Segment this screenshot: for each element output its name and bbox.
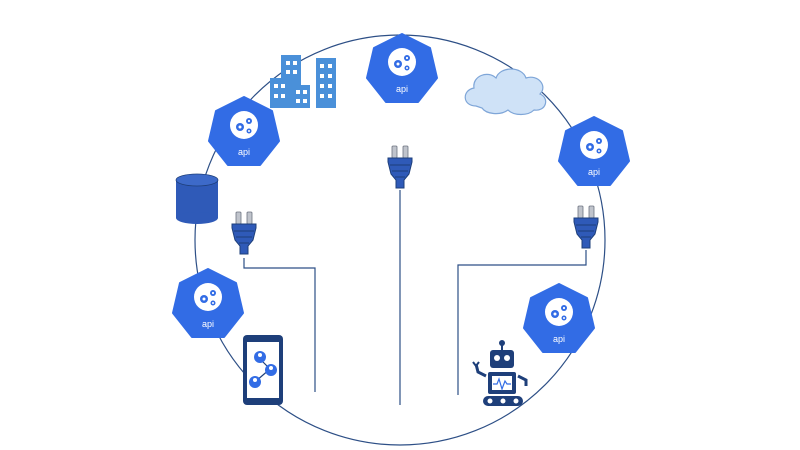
api-label: api [238,147,250,157]
plug-icon [573,205,599,249]
buildings-icon [270,55,336,108]
connector-left [243,258,316,392]
database-icon [175,173,219,224]
api-node-upper-right: api [558,116,630,186]
cloud-icon [464,68,547,116]
api-node-upper-left: api [208,96,280,166]
robot-icon [472,340,528,406]
api-label: api [553,334,565,344]
plug-icon [387,145,413,189]
mobile-network-icon [243,335,283,405]
api-node-lower-left: api [172,268,244,338]
api-label: api [396,84,408,94]
connector-right [457,250,587,395]
api-label: api [202,319,214,329]
plug-icon [231,211,257,255]
api-node-top: api [366,33,438,103]
api-label: api [588,167,600,177]
api-node-lower-right: api [523,283,595,353]
